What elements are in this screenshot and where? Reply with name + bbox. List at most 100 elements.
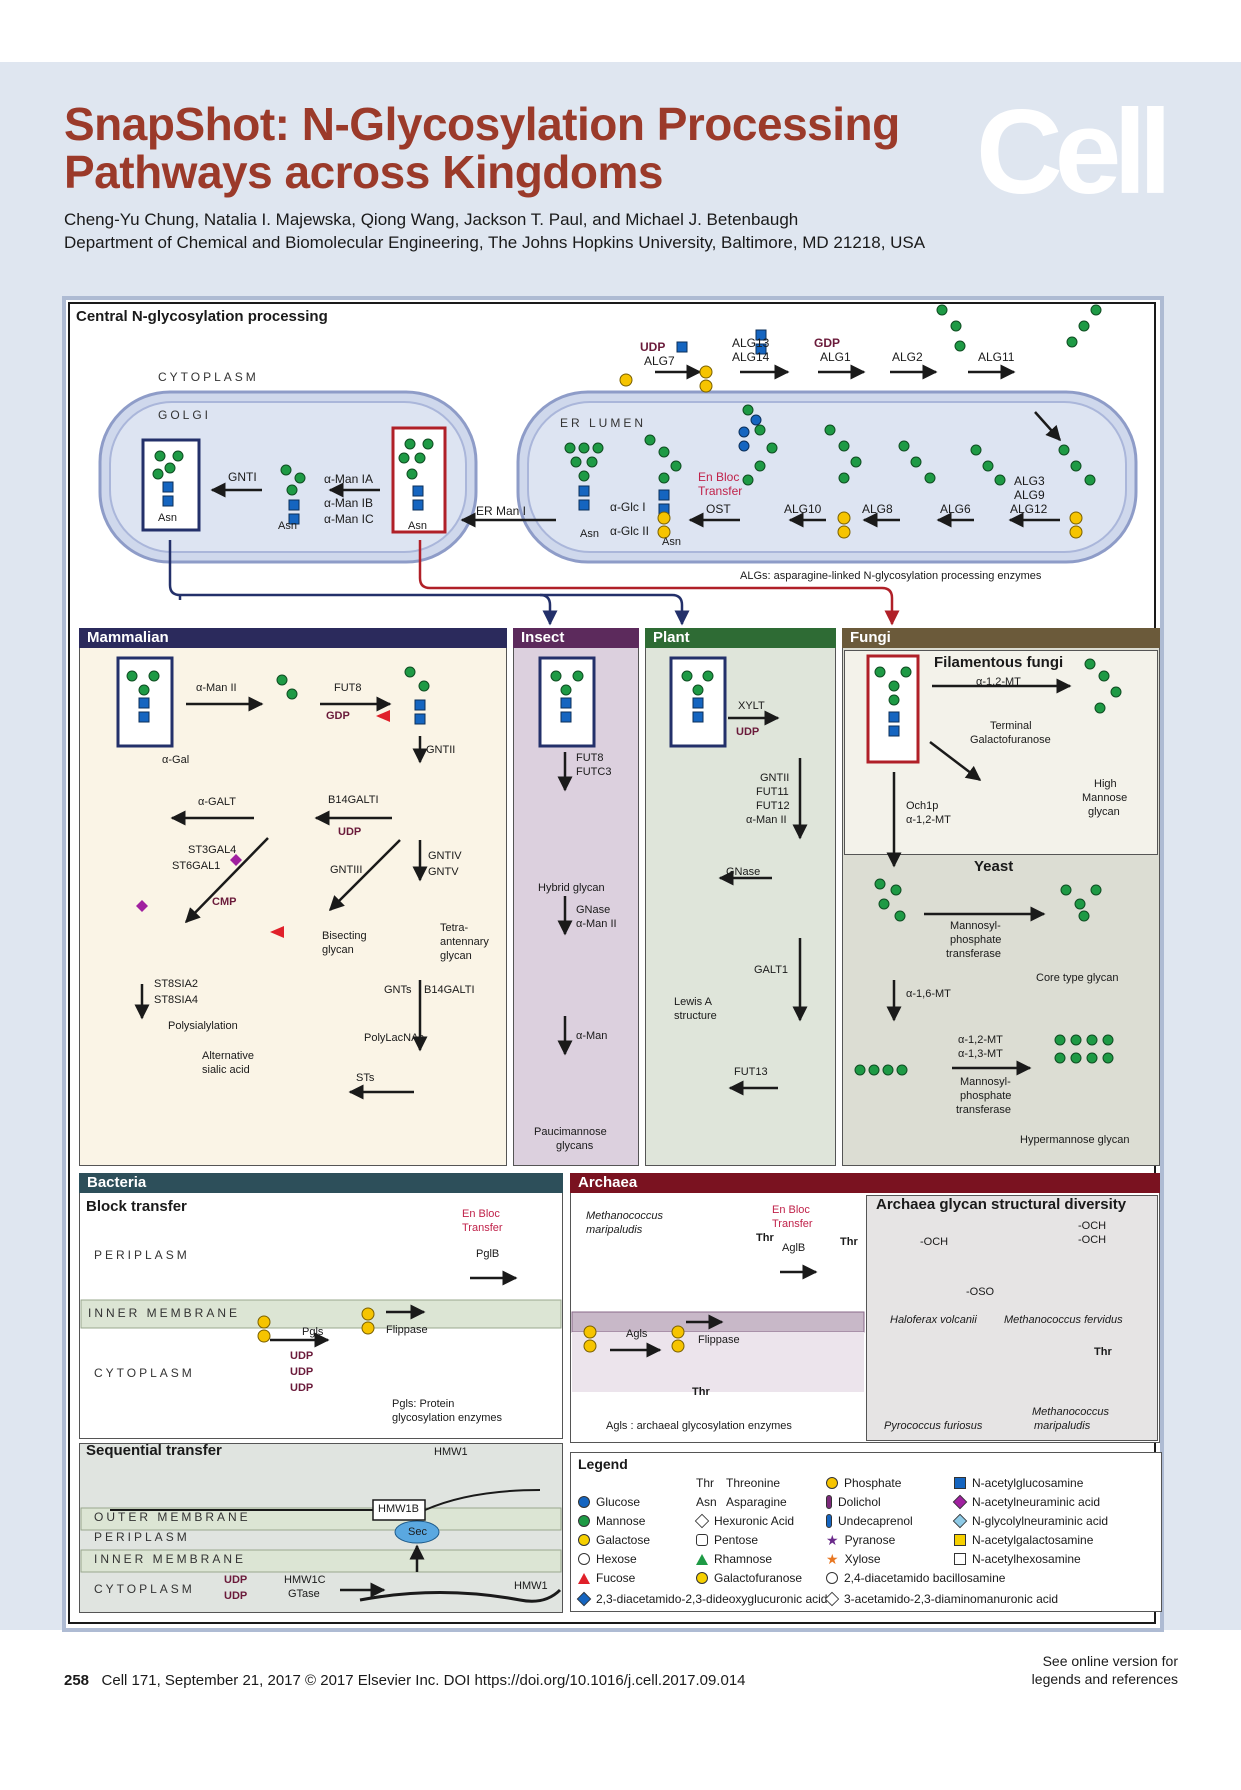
- b-pgls: Pgls: [302, 1326, 324, 1338]
- a-en-bloc: En Bloc: [772, 1204, 810, 1216]
- legend-label: 3-acetamido-2,3-diaminomanuronic acid: [844, 1592, 1059, 1606]
- circle-b-icon: [826, 1572, 838, 1584]
- legend-label: Galactofuranose: [714, 1571, 803, 1585]
- p-fut11: FUT11: [756, 786, 789, 798]
- sequential-transfer-heading: Sequential transfer: [86, 1442, 222, 1459]
- square-icon: [954, 1534, 966, 1546]
- y-mpt-2: phosphate: [950, 934, 1002, 946]
- enzyme-gnti: GNTI: [228, 470, 257, 484]
- m-alt-1: Alternative: [202, 1050, 254, 1062]
- legend-item: Undecaprenol: [826, 1514, 913, 1528]
- legend-item: 2,3-diacetamido-2,3-dideoxyglucuronic ac…: [576, 1591, 828, 1607]
- central-heading: Central N-glycosylation processing: [76, 308, 328, 325]
- b-hmw1b: HMW1B: [378, 1503, 419, 1515]
- p-fut13: FUT13: [734, 1066, 768, 1078]
- legend-label: 2,3-diacetamido-2,3-dideoxyglucuronic ac…: [596, 1592, 828, 1606]
- legend-item: Hexose: [578, 1552, 637, 1566]
- b-inner: INNER MEMBRANE: [88, 1306, 241, 1320]
- star-icon: ★: [826, 1551, 839, 1567]
- diamond-half-icon: [824, 1591, 840, 1607]
- filamentous-fungi-heading: Filamentous fungi: [934, 654, 1064, 671]
- y-mpt-1: Mannosyl-: [950, 920, 1001, 932]
- legend-label: N-glycolylneuraminic acid: [972, 1514, 1109, 1528]
- m-b14galti: B14GALTI: [328, 794, 379, 806]
- glycan-symbols: [126, 304, 1122, 1353]
- p-gnt2: GNTII: [760, 772, 790, 784]
- b-udp-4: UDP: [224, 1574, 248, 1586]
- p-man2: α-Man II: [746, 814, 787, 826]
- legend-item: Phosphate: [826, 1476, 901, 1490]
- legend-label: N-acetylgalactosamine: [972, 1533, 1094, 1547]
- legend-abbrev: Thr: [696, 1476, 714, 1490]
- y-mpt2-3: transferase: [956, 1104, 1012, 1116]
- m-gnt4: GNTIV: [428, 850, 462, 862]
- m-st3gal4: ST3GAL4: [188, 844, 237, 856]
- enzyme-alg1: ALG1: [820, 350, 851, 364]
- b-hmw1-bottom: HMW1: [514, 1580, 548, 1592]
- a-agls-note: Agls : archaeal glycosylation enzymes: [606, 1420, 792, 1432]
- y-mpt2-2: phosphate: [960, 1090, 1012, 1102]
- m-alt-2: sialic acid: [202, 1064, 250, 1076]
- p-fut12: FUT12: [756, 800, 790, 812]
- circle-icon: [578, 1553, 590, 1565]
- f-term-2: Galactofuranose: [970, 734, 1051, 746]
- a-mari-2: maripaludis: [1034, 1420, 1091, 1432]
- legend-item: Pentose: [696, 1533, 758, 1547]
- legend-item: 3-acetamido-2,3-diaminomanuronic acid: [824, 1591, 1059, 1607]
- footer-citation: 258 Cell 171, September 21, 2017 © 2017 …: [64, 1672, 746, 1689]
- legend-label: Mannose: [596, 1514, 646, 1528]
- m-tetra-2: antennary: [440, 936, 489, 948]
- legend-item: N-glycolylneuraminic acid: [952, 1513, 1109, 1529]
- m-polysialylation: Polysialylation: [168, 1020, 238, 1032]
- b-udp-3: UDP: [290, 1382, 314, 1394]
- legend-heading: Legend: [578, 1456, 628, 1472]
- diamond-icon: [694, 1513, 710, 1529]
- i-fut8: FUT8: [576, 752, 604, 764]
- legend-label: N-acetylhexosamine: [972, 1552, 1081, 1566]
- m-gnt3: GNTIII: [330, 864, 363, 876]
- legend-item: N-acetylneuraminic acid: [952, 1494, 1100, 1510]
- legend-item: N-acetylglucosamine: [954, 1476, 1083, 1490]
- i-gnase: GNase: [576, 904, 611, 916]
- b-outer: OUTER MEMBRANE: [94, 1510, 251, 1524]
- y-mt12: α-1,2-MT: [958, 1034, 1003, 1046]
- b-pglb: PglB: [476, 1248, 500, 1260]
- online-line-1: See online version for: [1042, 1653, 1178, 1669]
- a-haloferax: Haloferax volcanii: [890, 1314, 977, 1326]
- m-gnt2: GNTII: [426, 744, 456, 756]
- f-mt12b: α-1,2-MT: [906, 814, 951, 826]
- cell-logo: Cell: [976, 85, 1172, 219]
- b-flippase: Flippase: [386, 1324, 428, 1336]
- enzyme-alg2: ALG2: [892, 350, 923, 364]
- m-gnt5: GNTV: [428, 866, 459, 878]
- a-species-1: Methanococcus: [586, 1210, 664, 1222]
- enzyme-er-man1: ER Man I: [476, 504, 527, 518]
- legend-label: Undecaprenol: [838, 1514, 913, 1528]
- p-lewis-1: Lewis A: [674, 996, 712, 1008]
- plant-heading: Plant: [645, 628, 836, 648]
- legend-label: Xylose: [844, 1552, 881, 1566]
- enzyme-alg13: ALG13: [732, 336, 770, 350]
- legend-label: 2,4-diacetamido bacillosamine: [844, 1571, 1006, 1585]
- a-agls: Agls: [626, 1328, 648, 1340]
- legend: [570, 1452, 1162, 1612]
- f-high-1: High: [1094, 778, 1117, 790]
- enzyme-alg6: ALG6: [940, 502, 971, 516]
- i-hybrid: Hybrid glycan: [538, 882, 605, 894]
- m-tetra-3: glycan: [440, 950, 472, 962]
- a-flippase: Flippase: [698, 1334, 740, 1346]
- title-line-1: SnapShot: N-Glycosylation Processing: [64, 98, 900, 150]
- b-en-bloc: En Bloc: [462, 1208, 500, 1220]
- p-lewis-2: structure: [674, 1010, 717, 1022]
- asn-label-golgi-3: Asn: [408, 520, 427, 532]
- y-core: Core type glycan: [1036, 972, 1119, 984]
- p-gnase: GNase: [726, 866, 761, 878]
- square-icon: [954, 1477, 966, 1489]
- circle-icon: [578, 1534, 590, 1546]
- legend-label: Glucose: [596, 1495, 641, 1509]
- legend-abbrev: Asn: [696, 1495, 717, 1509]
- cytoplasm-label: CYTOPLASM: [158, 370, 259, 384]
- asn-label-golgi-2: Asn: [278, 520, 297, 532]
